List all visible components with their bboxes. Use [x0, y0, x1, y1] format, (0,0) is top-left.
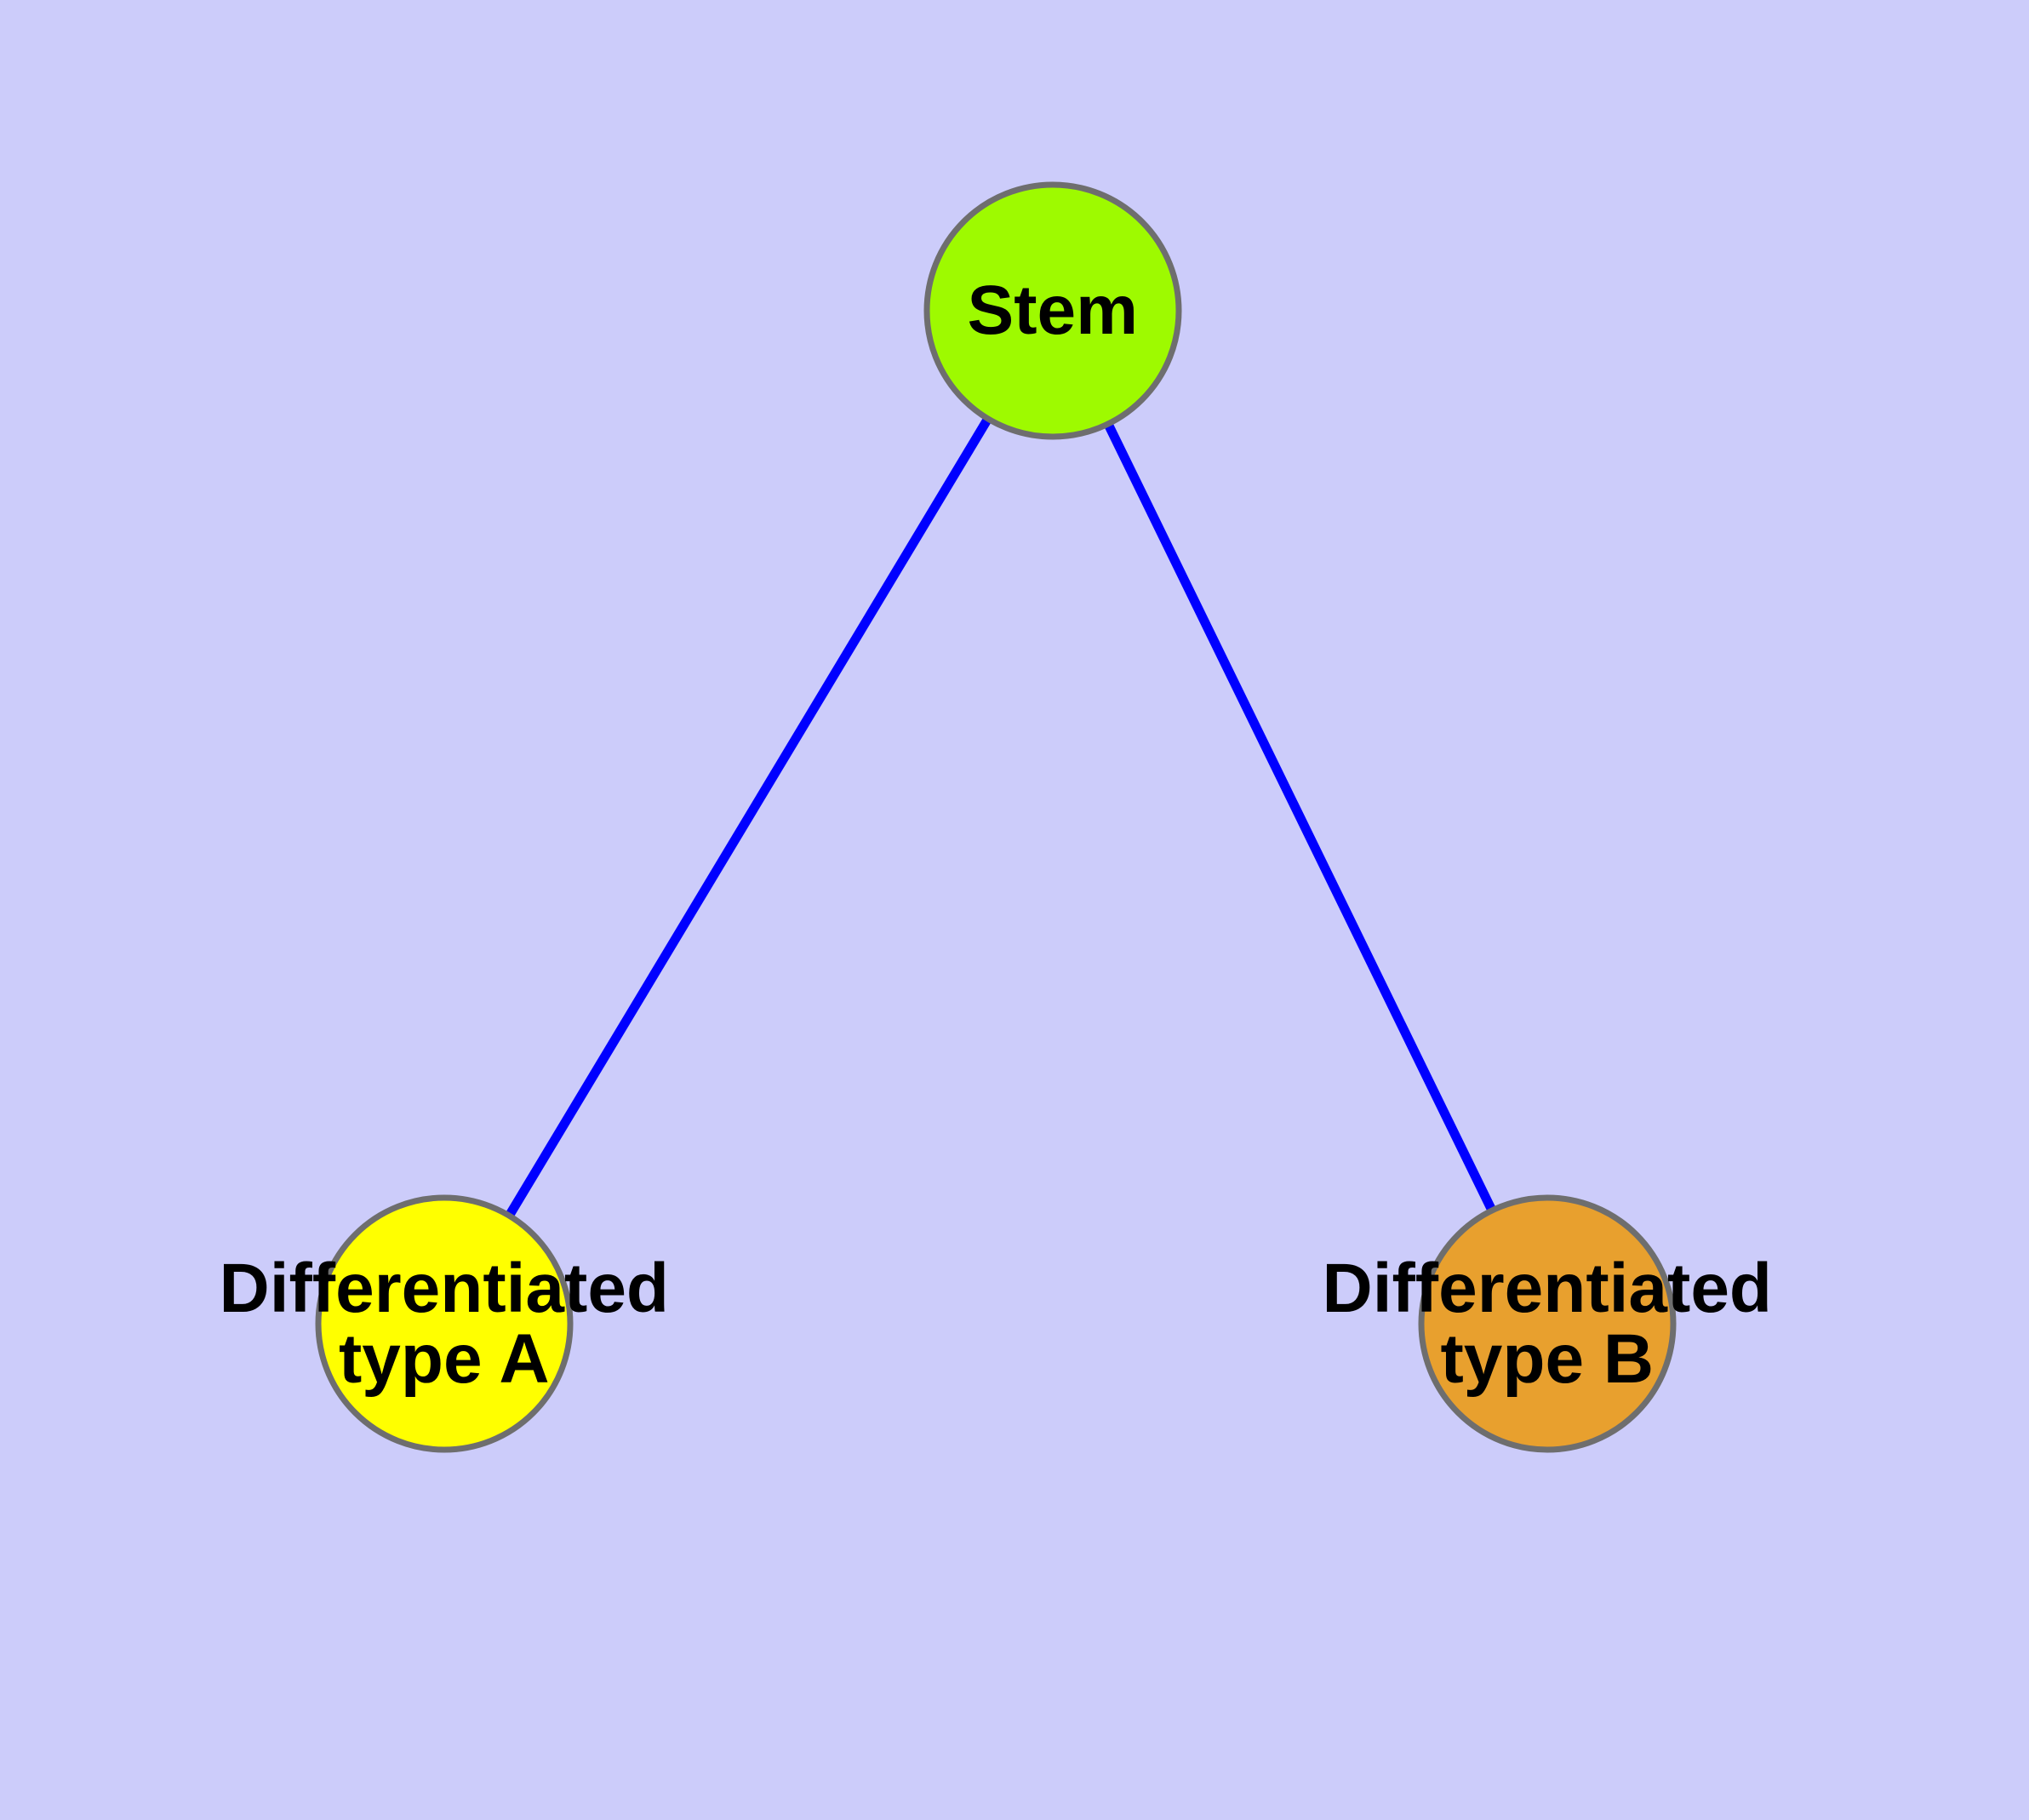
graph-node-differentiated-type-a[interactable] [315, 1194, 574, 1453]
graph-node-differentiated-type-b[interactable] [1418, 1194, 1677, 1453]
node-layer [315, 181, 1677, 1453]
edge-layer [440, 308, 1552, 1326]
graph-node-stem[interactable] [923, 181, 1182, 440]
graph-edge [1049, 308, 1552, 1326]
graph-edge [440, 308, 1057, 1326]
